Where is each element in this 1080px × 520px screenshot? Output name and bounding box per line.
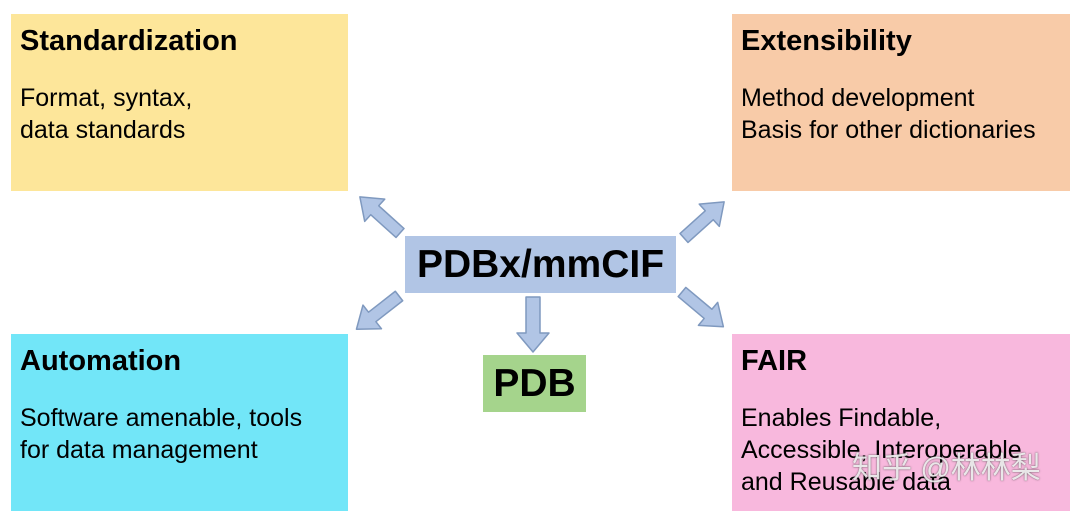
automation-body: Software amenable, tools for data manage… xyxy=(20,402,339,466)
automation-title: Automation xyxy=(20,345,182,377)
arrow-to-standardization-icon xyxy=(359,196,405,239)
standardization-body: Format, syntax, data standards xyxy=(20,82,339,146)
arrow-to-fair-icon xyxy=(677,286,725,328)
fair-box: FAIR Enables Findable, Accessible, Inter… xyxy=(732,334,1070,511)
fair-line: Accessible, Interoperable xyxy=(741,436,1022,464)
fair-title: FAIR xyxy=(741,345,808,377)
standardization-line: data standards xyxy=(20,116,186,144)
fair-line: and Reusable data xyxy=(741,468,951,496)
extensibility-line: Method development xyxy=(741,84,975,112)
arrow-to-automation-icon xyxy=(355,290,404,330)
watermark: 知乎 @林林梨 xyxy=(852,452,1041,485)
arrow-to-pdb-icon xyxy=(516,296,550,353)
extensibility-box: Extensibility Method development Basis f… xyxy=(732,14,1070,191)
standardization-box: Standardization Format, syntax, data sta… xyxy=(11,14,348,191)
pdb-node: PDB xyxy=(483,355,586,412)
fair-line: Enables Findable, xyxy=(741,404,942,432)
fair-body: Enables Findable, Accessible, Interopera… xyxy=(741,402,1061,498)
standardization-line: Format, syntax, xyxy=(20,84,193,112)
standardization-title: Standardization xyxy=(20,25,238,57)
extensibility-body: Method development Basis for other dicti… xyxy=(741,82,1061,146)
automation-line: for data management xyxy=(20,436,258,464)
extensibility-line: Basis for other dictionaries xyxy=(741,116,1036,144)
center-node-pdbx-mmcif: PDBx/mmCIF xyxy=(405,236,676,293)
arrow-to-extensibility-icon xyxy=(679,201,725,244)
automation-line: Software amenable, tools xyxy=(20,404,303,432)
extensibility-title: Extensibility xyxy=(741,25,912,57)
automation-box: Automation Software amenable, tools for … xyxy=(11,334,348,511)
